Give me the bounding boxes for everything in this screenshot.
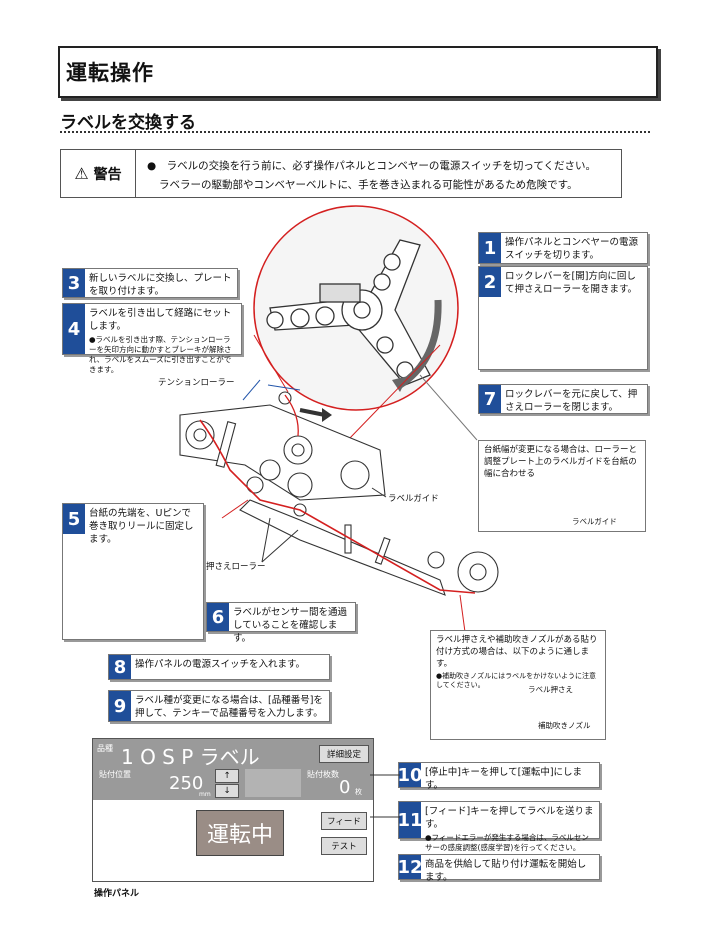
count-value: 0 [339, 777, 351, 798]
section-divider [60, 131, 650, 133]
step-10: 10 [停止中]キーを押して[運転中]にします。 [397, 762, 600, 791]
nozzle-note: ラベル押さえや補助吹きノズルがある貼り付け方式の場合は、以下のように通します。 … [430, 630, 606, 740]
step-1: 1 操作パネルとコンベヤーの電源スイッチを切ります。 [478, 232, 648, 264]
label-press-label: ラベル押さえ [528, 685, 573, 694]
type-value: 1 O S P ラベル [121, 745, 260, 769]
page-title-box: 運転操作 [58, 46, 658, 98]
label-guide-small-label: ラベルガイド [572, 517, 617, 526]
panel-display: 品種 1 O S P ラベル 詳細設定 貼付位置 250 mm ↑ ↓ 貼付枚数… [93, 739, 373, 800]
step-6: 6 ラベルがセンサー間を通過していることを確認します。 [206, 602, 356, 644]
position-up-button[interactable]: ↑ [215, 769, 239, 783]
warning-box: ⚠ 警告 ● ラベルの交換を行う前に、必ず操作パネルとコンベヤーの電源スイッチを… [60, 149, 622, 198]
step-7: 7 ロックレバーを元に戻して、押さえローラーを閉じます。 [478, 384, 648, 414]
warning-line-1: ● ラベルの交換を行う前に、必ず操作パネルとコンベヤーの電源スイッチを切ってくだ… [147, 160, 597, 172]
label-guide-label: ラベルガイド [388, 494, 439, 504]
type-label: 品種 [97, 744, 113, 753]
detail-settings-button[interactable]: 詳細設定 [319, 745, 369, 763]
reel-hub-drawing [266, 239, 431, 386]
position-value: 250 [169, 773, 204, 794]
step-11: 11 [フィード]キーを押してラベルを送ります。●フィードエラーが発生する場合は… [397, 801, 600, 852]
step-3: 3 新しいラベルに交換し、プレートを取り付けます。 [62, 268, 238, 298]
display-blank-area [245, 769, 301, 797]
warning-line-2: ラベラーの駆動部やコンベヤーベルトに、手を巻き込まれる可能性があるため危険です。 [159, 179, 578, 191]
labeler-body-drawing [179, 391, 499, 596]
step-8: 8 操作パネルの電源スイッチを入れます。 [108, 654, 330, 680]
feed-button[interactable]: フィード [321, 812, 367, 830]
panel-callout-lines [370, 774, 400, 818]
warning-label: ⚠ 警告 [61, 150, 136, 197]
count-unit: 枚 [355, 788, 362, 796]
operation-panel-caption: 操作パネル [94, 889, 140, 899]
step-4: 4 ラベルを引き出して経路にセットします。●ラベルを引き出す際、テンションローラ… [62, 303, 242, 374]
position-label: 貼付位置 [99, 770, 131, 779]
aux-nozzle-label: 補助吹きノズル [538, 721, 591, 730]
label-guide-note: 台紙幅が変更になる場合は、ローラーと調整プレート上のラベルガイドを台紙の幅に合わ… [478, 440, 646, 532]
step-12: 12 商品を供給して貼り付け運転を開始します。 [397, 854, 600, 883]
run-status-button[interactable]: 運転中 [196, 810, 284, 856]
section-heading: ラベルを交換する [60, 113, 196, 133]
tension-roller-label: テンションローラー [158, 378, 235, 388]
step-9: 9 ラベル種が変更になる場合は、[品種番号]を押して、テンキーで品種番号を入力し… [108, 690, 330, 722]
page-title: 運転操作 [66, 61, 154, 85]
operation-panel: 品種 1 O S P ラベル 詳細設定 貼付位置 250 mm ↑ ↓ 貼付枚数… [92, 738, 374, 882]
press-roller-label: 押さえローラー [206, 562, 266, 572]
position-unit: mm [199, 791, 211, 798]
step-5: 5 台紙の先端を、Uピンで巻き取りリールに固定します。 [62, 503, 204, 640]
count-label: 貼付枚数 [307, 770, 339, 779]
warning-icon: ⚠ [74, 164, 89, 183]
step-2: 2 ロックレバーを[開]方向に回して押さえローラーを開きます。 [478, 266, 648, 370]
label-path-line [199, 419, 476, 594]
test-button[interactable]: テスト [321, 837, 367, 855]
position-down-button[interactable]: ↓ [215, 784, 239, 798]
